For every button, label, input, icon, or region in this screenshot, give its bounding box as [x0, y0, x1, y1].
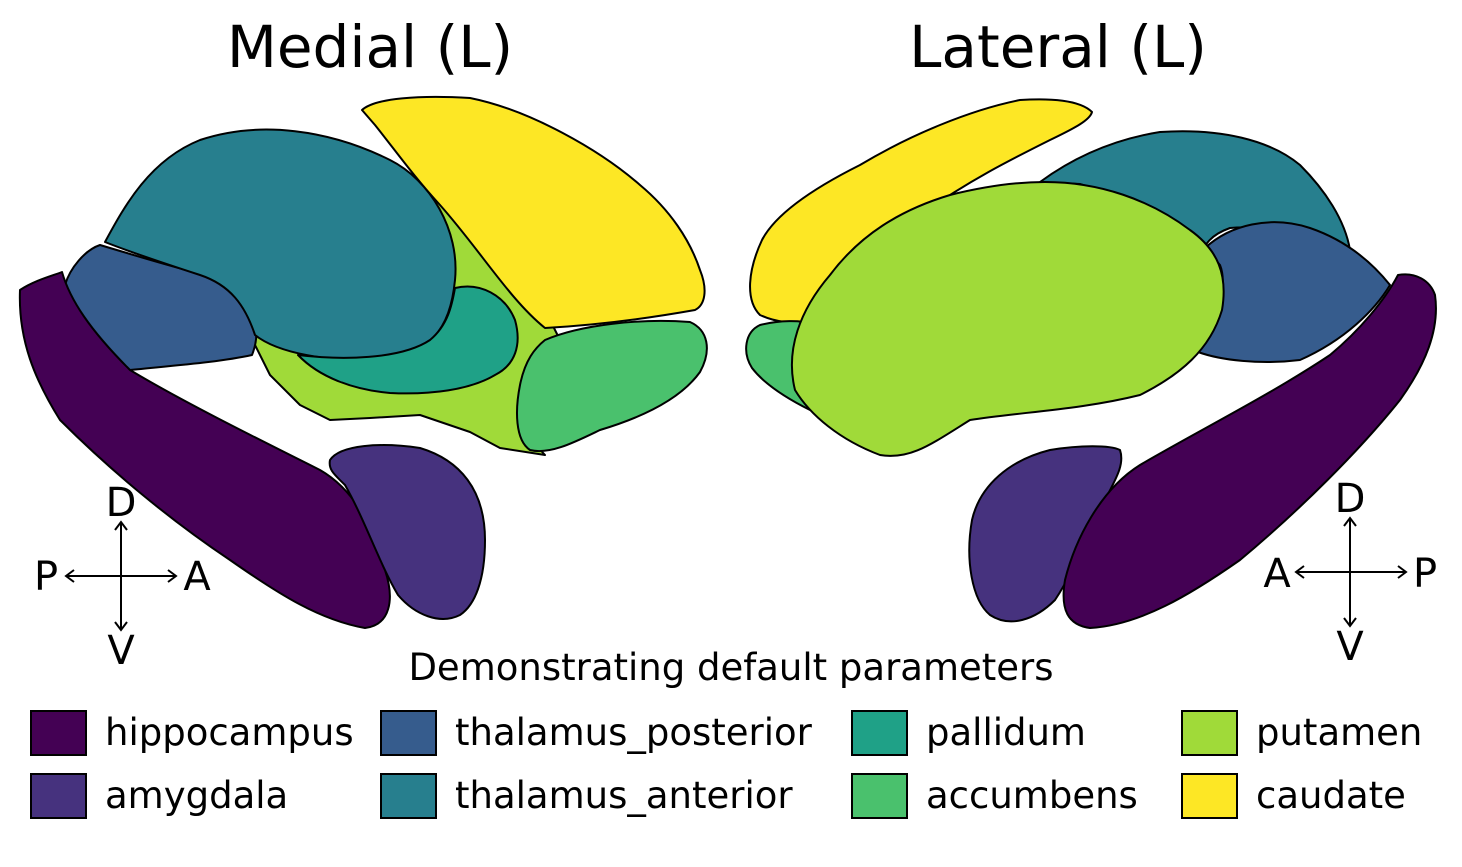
legend-label-hippocampus: hippocampus	[105, 711, 354, 754]
lateral-dorsal-label: D	[1335, 476, 1366, 522]
medial-caudate-region	[361, 95, 706, 329]
legend-swatch	[30, 710, 87, 756]
legend-swatch	[380, 773, 437, 819]
medial-pallidum-region	[297, 285, 519, 395]
medial-dorsal-label: D	[106, 480, 137, 526]
legend-label-putamen: putamen	[1256, 711, 1422, 754]
up-arrow-head-icon	[114, 520, 128, 531]
legend-swatch	[1181, 773, 1238, 819]
lateral-view	[745, 98, 1437, 629]
legend-swatch	[380, 710, 437, 756]
down-arrow-head-icon	[114, 621, 128, 632]
legend-label-amygdala: amygdala	[105, 774, 288, 817]
medial-posterior-label: P	[34, 554, 58, 600]
left-arrow-head-icon	[64, 569, 75, 583]
legend-swatch	[30, 773, 87, 819]
legend-swatch	[1181, 710, 1238, 756]
up-arrow-head-icon	[1343, 516, 1357, 527]
lateral-orientation-compass: D V A P	[1263, 476, 1437, 670]
legend-label-pallidum: pallidum	[926, 711, 1086, 754]
lateral-ventral-label: V	[1336, 624, 1364, 670]
lateral-anterior-label: A	[1263, 551, 1291, 597]
lateral-posterior-label: P	[1413, 551, 1437, 597]
legend-swatch	[851, 710, 908, 756]
medial-orientation-compass: D V P A	[34, 480, 211, 674]
right-arrow-head-icon	[167, 569, 178, 583]
medial-view-title: Medial (L)	[227, 13, 513, 81]
medial-amygdala-region	[328, 444, 486, 620]
legend-swatch	[851, 773, 908, 819]
right-arrow-head-icon	[1397, 565, 1408, 579]
lateral-putamen-region	[791, 181, 1225, 457]
legend-label-accumbens: accumbens	[926, 774, 1138, 817]
legend-label-thalamus-posterior: thalamus_posterior	[455, 711, 813, 754]
down-arrow-head-icon	[1343, 617, 1357, 628]
legend-label-caudate: caudate	[1256, 774, 1406, 817]
legend-title: Demonstrating default parameters	[408, 646, 1053, 689]
medial-accumbens-region	[516, 319, 708, 453]
medial-anterior-label: A	[183, 554, 211, 600]
lateral-view-title: Lateral (L)	[909, 13, 1207, 81]
legend-label-thalamus-anterior: thalamus_anterior	[455, 774, 793, 817]
medial-view	[18, 95, 708, 629]
lateral-hippocampus-region	[1062, 273, 1437, 629]
legend: hippocampus amygdala thalamus_posterior …	[30, 710, 1422, 819]
medial-ventral-label: V	[107, 628, 135, 674]
left-arrow-head-icon	[1294, 565, 1305, 579]
